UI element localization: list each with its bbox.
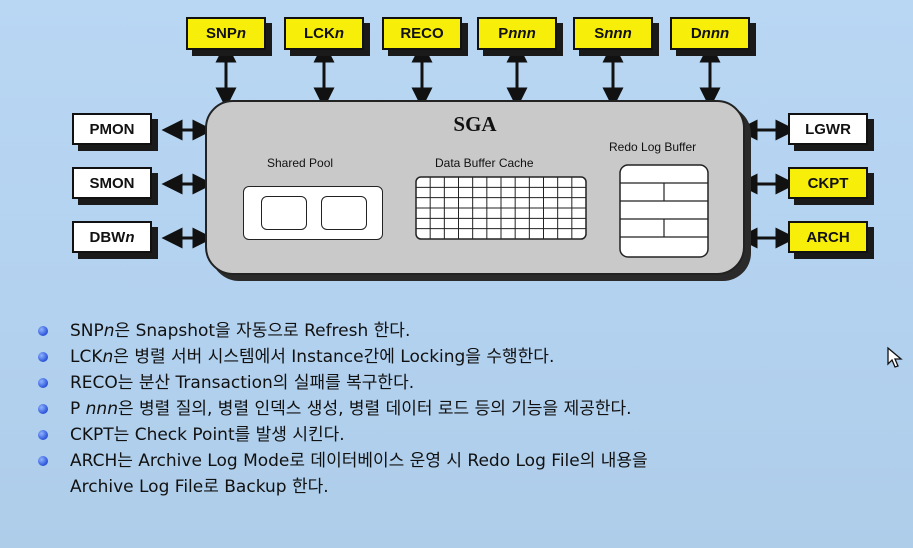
data-buffer-cache-grid [415,176,587,240]
bullet-arch: ARCH는 Archive Log Mode로 데이터베이스 운영 시 Redo… [38,448,648,500]
shared-pool-area-2 [321,196,367,230]
bullet-dot-icon [38,326,48,336]
description-list: SNPn은 Snapshot을 자동으로 Refresh 한다. LCKn은 병… [38,318,648,500]
bullet-pre: P [70,399,86,419]
shared-pool-box [243,186,383,240]
bullet-em: nnn [85,399,118,419]
process-snnn-suffix: nnn [604,25,632,42]
bullet-pre: LCK [70,347,103,367]
bullet-reco: RECO는 분산 Transaction의 실패를 복구한다. [38,370,648,396]
process-smon: SMON [72,167,152,199]
process-lckn-prefix: LCK [304,25,335,42]
bullet-dot-icon [38,352,48,362]
data-buffer-cache-label: Data Buffer Cache [435,156,534,170]
bullet-ckpt: CKPT는 Check Point를 발생 시킨다. [38,422,648,448]
redo-log-buffer-outline [619,164,709,258]
bullet-lckn: LCKn은 병렬 서버 시스템에서 Instance간에 Locking을 수행… [38,344,648,370]
process-ckpt: CKPT [788,167,868,199]
process-pnnn-prefix: P [498,25,509,42]
bullet-pnnn: P nnn은 병렬 질의, 병렬 인덱스 생성, 병렬 데이터 로드 등의 기능… [38,396,648,422]
redo-log-buffer-label: Redo Log Buffer [609,140,697,154]
process-reco: RECO [382,17,462,50]
redo-log-buffer-grid [619,164,709,258]
bullet-dot-icon [38,404,48,414]
process-dbwn-suffix: n [125,228,135,246]
process-smon-prefix: SMON [89,174,135,192]
bullet-pre: SNP [70,321,104,341]
process-dnnn-prefix: D [690,25,702,42]
process-pnnn-suffix: nnn [508,25,536,42]
shared-pool-label: Shared Pool [267,156,334,170]
process-lgwr: LGWR [788,113,868,145]
process-pmon-prefix: PMON [89,120,135,138]
bullet-dot-icon [38,378,48,388]
bullet-post: 은 병렬 질의, 병렬 인덱스 생성, 병렬 데이터 로드 등의 기능을 제공한… [117,399,632,419]
bullet-snpn: SNPn은 Snapshot을 자동으로 Refresh 한다. [38,318,648,344]
bullet-em: n [102,347,114,367]
bullet-pre: CKPT는 Check Point를 발생 시킨다. [70,425,345,445]
process-lgwr-prefix: LGWR [805,120,851,138]
process-ckpt-prefix: CKPT [807,174,849,192]
bullet-pre: ARCH는 Archive Log Mode로 데이터베이스 운영 시 Redo… [70,451,648,471]
mouse-cursor-icon [887,346,903,368]
bullet-line2: Archive Log File로 Backup 한다. [70,477,329,497]
process-reco-prefix: RECO [400,25,444,42]
process-pmon: PMON [72,113,152,145]
process-arch-prefix: ARCH [806,228,850,246]
process-lckn-suffix: n [334,25,344,42]
bullet-post: 은 Snapshot을 자동으로 Refresh 한다. [114,321,411,341]
bullet-em: n [103,321,115,341]
process-snnn-prefix: S [594,25,605,42]
sga-title: SGA [453,112,497,136]
process-snpn-suffix: n [236,25,246,42]
bullet-dot-icon [38,456,48,466]
bullet-dot-icon [38,430,48,440]
shared-pool-area-1 [261,196,307,230]
sga-block: SGA Shared Pool Data Buffer Cache Redo L… [205,100,745,275]
process-dbwn-prefix: DBW [89,228,126,246]
bullet-post: 은 병렬 서버 시스템에서 Instance간에 Locking을 수행한다. [113,347,555,367]
process-arch: ARCH [788,221,868,253]
bullet-pre: RECO는 분산 Transaction의 실패를 복구한다. [70,373,415,393]
process-snpn-prefix: SNP [205,25,237,42]
process-dnnn-suffix: nnn [701,25,730,42]
